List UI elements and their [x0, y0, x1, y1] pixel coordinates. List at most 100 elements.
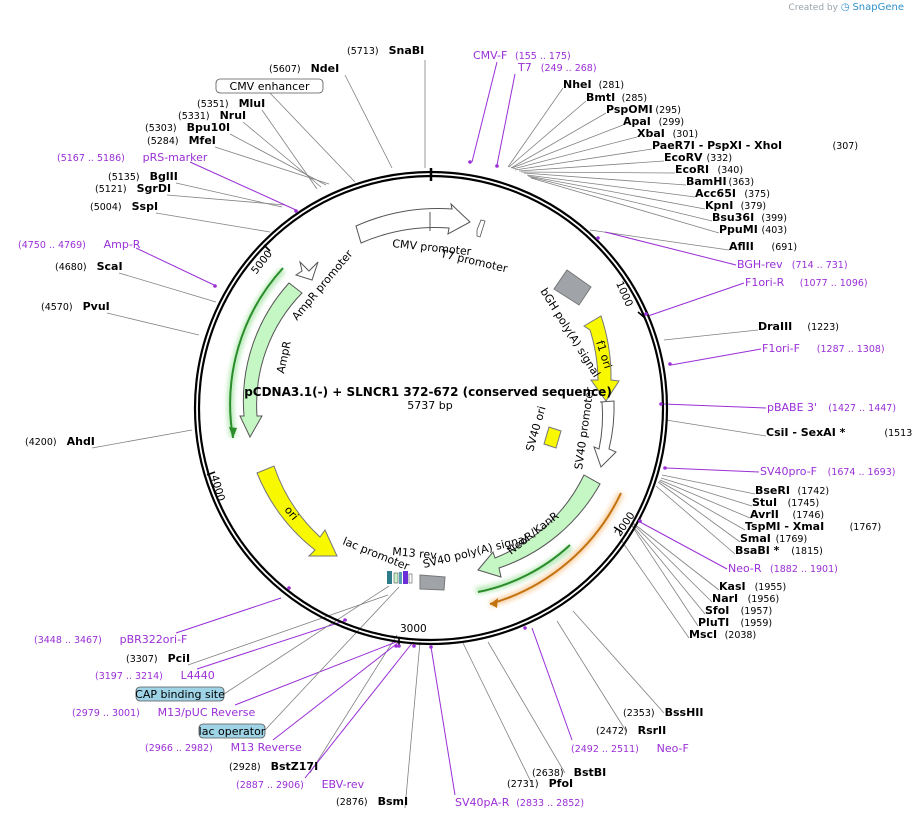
ori-arrow	[256, 465, 338, 557]
primer-site-l4440	[343, 618, 347, 622]
primer-pbr322ori-f[interactable]: pBR322ori-F	[120, 633, 188, 646]
site-bsshii[interactable]: BssHII	[665, 706, 704, 719]
site-snabi[interactable]: SnaBI	[389, 44, 425, 57]
primer-neo-f[interactable]: Neo-F	[657, 742, 689, 755]
primer-leader-ebv-rev	[304, 641, 414, 779]
primer-m13-reverse[interactable]: M13 Reverse	[231, 741, 302, 754]
site-coord-bstbi: (2638)	[532, 768, 564, 779]
site-bseri[interactable]: BseRI	[755, 484, 790, 497]
site-rsrii[interactable]: RsrII	[638, 724, 667, 737]
site-nrui[interactable]: NruI	[220, 109, 247, 122]
site-mlui[interactable]: MluI	[239, 97, 266, 110]
site-mfei[interactable]: MfeI	[189, 134, 216, 147]
leader-pfoi	[462, 642, 533, 785]
primer-amp-r[interactable]: Amp-R	[104, 238, 141, 251]
primer-site-f1ori-f	[668, 362, 672, 366]
leader-smai	[657, 481, 741, 543]
site-bmti[interactable]: BmtI	[586, 91, 615, 104]
primer-leader-f1ori-f	[670, 348, 762, 366]
primer-f1ori-f[interactable]: F1ori-F	[762, 342, 800, 355]
site-ecori[interactable]: EcoRI	[675, 163, 709, 176]
t7-promoter-arrow	[476, 219, 486, 238]
site-aflii[interactable]: AflII	[729, 240, 754, 253]
leader-bseri	[661, 474, 756, 495]
primer-site-neo-f	[523, 626, 527, 630]
primer-leader-amp-r	[135, 247, 215, 286]
box-label-cmv-enhancer[interactable]: CMV enhancer	[230, 80, 310, 93]
primer-sv40pro-f[interactable]: SV40pro-F	[760, 465, 817, 478]
primer-l4440[interactable]: L4440	[181, 669, 215, 682]
primer-sv40pa-r[interactable]: SV40pA-R	[455, 796, 510, 809]
site-pvui[interactable]: PvuI	[83, 300, 110, 313]
primer-leader-cmv-f	[471, 61, 498, 163]
orange-highlight-line	[489, 492, 622, 605]
primer-cmv-f[interactable]: CMV-F	[473, 49, 507, 62]
site-avrii[interactable]: AvrII	[750, 508, 779, 521]
site-draiii[interactable]: DraIII	[758, 320, 792, 333]
box-label-cap-binding-site[interactable]: CAP binding site	[135, 688, 225, 701]
site-paer7i-pspxi-xhoi[interactable]: PaeR7I - PspXI - XhoI	[652, 139, 782, 152]
site-bstbi[interactable]: BstBI	[574, 766, 607, 779]
site-bamhi[interactable]: BamHI	[686, 175, 727, 188]
site-tspmi-xmai[interactable]: TspMI - XmaI	[745, 520, 824, 533]
site-pfoi[interactable]: PfoI	[549, 777, 574, 790]
site-pcii[interactable]: PciI	[168, 652, 190, 665]
leader-rsrii	[556, 620, 627, 732]
primer-neo-r[interactable]: Neo-R	[728, 562, 762, 575]
site-ecorv[interactable]: EcoRV	[664, 151, 703, 164]
primer-ebv-rev[interactable]: EBV-rev	[322, 778, 365, 791]
site-sspi[interactable]: SspI	[132, 200, 158, 213]
site-bsu36i[interactable]: Bsu36I	[712, 211, 754, 224]
site-apai[interactable]: ApaI	[623, 115, 651, 128]
box-label-lac-operator[interactable]: lac operator	[199, 725, 266, 738]
ampr-green-arrowhead	[229, 427, 237, 438]
site-bglii[interactable]: BglII	[150, 170, 178, 183]
site-acc65i[interactable]: Acc65I	[695, 187, 736, 200]
leader-bmti	[508, 100, 587, 168]
site-ahdi[interactable]: AhdI	[67, 435, 95, 448]
site-bsabi[interactable]: BsaBI *	[735, 544, 780, 557]
site-bstz17i[interactable]: BstZ17I	[271, 760, 319, 773]
site-kpni[interactable]: KpnI	[705, 199, 733, 212]
site-pspomi[interactable]: PspOMI	[606, 103, 653, 116]
site-smai[interactable]: SmaI	[740, 532, 771, 545]
site-nhei[interactable]: NheI	[563, 78, 592, 91]
site-coord-nari: (1956)	[748, 594, 780, 605]
leader-stui	[660, 477, 753, 507]
site-ppumi[interactable]: PpuMI	[719, 223, 758, 236]
site-coord-csii-sexai: (1513)	[884, 428, 912, 439]
tick-1000	[637, 311, 646, 319]
site-stui[interactable]: StuI	[752, 496, 777, 509]
primer-bgh-rev[interactable]: BGH-rev	[737, 258, 783, 271]
site-bsmi[interactable]: BsmI	[378, 795, 409, 808]
site-bpu10i[interactable]: Bpu10I	[187, 121, 231, 134]
box-cmv-enhancer	[215, 78, 324, 94]
site-coord-bpu10i: (5303)	[145, 123, 177, 134]
lac-operator-mark	[399, 572, 402, 584]
site-kasi[interactable]: KasI	[719, 580, 746, 593]
site-pluti[interactable]: PluTI	[698, 616, 729, 629]
sv40-ori-box	[543, 426, 562, 449]
site-msci[interactable]: MscI	[689, 628, 717, 641]
primer-f1ori-r[interactable]: F1ori-R	[745, 276, 785, 289]
site-sfoi[interactable]: SfoI	[705, 604, 729, 617]
site-scai[interactable]: ScaI	[97, 260, 123, 273]
site-coord-kasi: (1955)	[755, 582, 787, 593]
site-xbai[interactable]: XbaI	[637, 127, 665, 140]
site-csii-sexai[interactable]: CsiI - SexAI *	[766, 426, 846, 439]
site-ndei[interactable]: NdeI	[311, 62, 340, 75]
primer-prs-marker[interactable]: pRS-marker	[143, 151, 208, 164]
primer-site-f1ori-r	[644, 312, 648, 316]
site-coord-acc65i: (375)	[744, 189, 770, 200]
primer-m13-puc-reverse[interactable]: M13/pUC Reverse	[158, 706, 256, 719]
leader-bstz17i	[309, 634, 398, 774]
primer-coord-l4440: (3197 .. 3214)	[95, 671, 163, 682]
site-nari[interactable]: NarI	[712, 592, 738, 605]
site-sgrdi[interactable]: SgrDI	[137, 182, 171, 195]
primer-pbabe-3[interactable]: pBABE 3'	[767, 401, 817, 414]
primer-t7[interactable]: T7	[517, 61, 532, 74]
primer-site-sv40pro-f	[663, 466, 667, 470]
site-coord-sspi: (5004)	[90, 202, 122, 213]
leader-ahdi	[91, 429, 193, 449]
cmv-promoter-arrow	[355, 202, 471, 244]
